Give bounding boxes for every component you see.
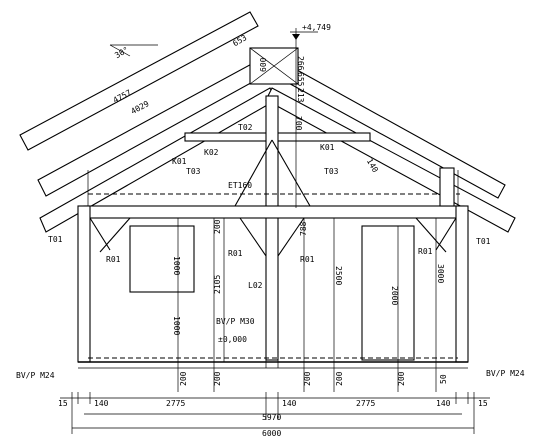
label-bvp-m24-left: BV/P M24: [16, 371, 55, 380]
ridge-vert-266: 266: [296, 56, 305, 71]
dim-2500: 2500: [334, 266, 343, 285]
label-t03-right: T03: [324, 167, 339, 176]
dim-200-b1: 200: [179, 371, 188, 386]
dim-200-top: 200: [213, 219, 222, 234]
dim-1000-lower: 1000: [172, 316, 181, 335]
label-bvp-m24-right: BV/P M24: [486, 369, 525, 378]
angle-label: 30°: [113, 45, 130, 60]
label-r01-left-inner: R01: [228, 249, 243, 258]
dim-5970: 5970: [262, 413, 281, 422]
dim-200-b3: 200: [303, 371, 312, 386]
dim-2105: 2105: [213, 275, 222, 294]
dim-140-c: 140: [436, 399, 451, 408]
rafter-length-lower: 4029: [129, 99, 150, 116]
label-k01-left: K01: [172, 157, 187, 166]
tie-beam-t03: [83, 205, 465, 219]
label-et160: ET160: [228, 181, 252, 190]
ridge-height: +4,749: [302, 23, 331, 32]
dim-6000: 6000: [262, 429, 281, 438]
label-k02: K02: [204, 148, 219, 157]
dim-200-b5: 200: [397, 371, 406, 386]
label-l02: L02: [248, 281, 263, 290]
ridge-vert-655: 655: [296, 72, 305, 87]
dim-200-b2: 200: [213, 371, 222, 386]
drawing-labels: 30° 4757 4029 653 +4,749 266 655 213 600…: [16, 23, 525, 438]
label-t02: T02: [238, 123, 253, 132]
dim-200-b4: 200: [335, 371, 344, 386]
label-t01-right: T01: [476, 237, 491, 246]
window-opening-left: [129, 225, 195, 293]
label-r01-right-inner: R01: [300, 255, 315, 264]
zero-level: ±0,000: [218, 335, 247, 344]
ridge-vert-213: 213: [296, 88, 305, 103]
dim-3000: 3000: [436, 264, 445, 283]
label-bvp-m30: BV/P M30: [216, 317, 255, 326]
truss-members: [77, 95, 469, 363]
label-r01-right-outer: R01: [418, 247, 433, 256]
vertical-dimension-lines: [177, 28, 437, 392]
label-t01-left: T01: [48, 235, 63, 244]
dim-15-left: 15: [58, 399, 68, 408]
door-opening-right: [361, 225, 415, 361]
dim-2000: 2000: [390, 286, 399, 305]
right-wall-post: [455, 205, 469, 363]
left-rafter-upper: [19, 11, 259, 151]
floor-sill: [78, 357, 468, 369]
left-wall-post: [77, 205, 91, 363]
label-t03-left: T03: [186, 167, 201, 176]
dim-2775-b: 2775: [356, 399, 375, 408]
king-post-700: 700: [294, 116, 303, 131]
dim-788: 788: [299, 221, 308, 236]
dim-1000-upper: 1000: [172, 256, 181, 275]
horizontal-dimension-lines: [60, 31, 490, 434]
dim-50: 50: [439, 374, 448, 384]
label-r01-left-outer: R01: [106, 255, 121, 264]
label-k01-right: K01: [320, 143, 335, 152]
dim-140-b: 140: [282, 399, 297, 408]
dim-140-a: 140: [94, 399, 109, 408]
dim-15-right: 15: [478, 399, 488, 408]
king-post-600: 600: [259, 57, 268, 72]
king-post: [265, 95, 279, 361]
dim-2775-a: 2775: [166, 399, 185, 408]
